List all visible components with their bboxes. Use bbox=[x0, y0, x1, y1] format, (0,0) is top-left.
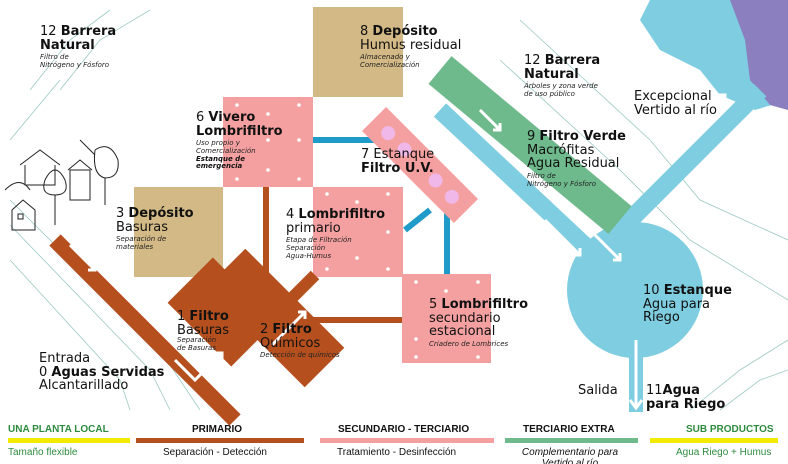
deposit-basuras-box bbox=[134, 187, 223, 277]
legend-secundario-bar bbox=[320, 438, 494, 443]
legend-terciario-sub: Complementario para Vertido al río bbox=[521, 447, 619, 464]
deposit-humus-box bbox=[313, 7, 403, 97]
legend-secundario-sub: Tratamiento - Desinfección bbox=[337, 447, 457, 458]
flow-arrows bbox=[68, 93, 727, 411]
uv-filter bbox=[362, 107, 478, 223]
blue-pipes bbox=[313, 137, 450, 274]
legend-terciario-title: TERCIARIO EXTRA bbox=[523, 424, 615, 435]
lombrifiltro-dots bbox=[235, 103, 480, 359]
label-salida: Salida bbox=[578, 383, 618, 398]
legend-subproductos-title: SUB PRODUCTOS bbox=[686, 424, 774, 435]
legend-local-sub: Tamaño flexible bbox=[8, 447, 78, 458]
vivero-box bbox=[223, 97, 313, 187]
legend-primario-sub: Separación - Detección bbox=[163, 447, 267, 458]
filtro-verde-band bbox=[428, 56, 632, 234]
filtro-basuras-block bbox=[167, 257, 277, 367]
lombrifiltro-secundario-box bbox=[402, 274, 491, 363]
legend-subproductos-bar bbox=[650, 438, 778, 443]
legend-local-bar bbox=[8, 438, 130, 443]
legend-subproductos-sub: Agua Riego + Humus bbox=[676, 447, 772, 458]
legend-local-title: UNA PLANTA LOCAL bbox=[8, 424, 109, 435]
village-sketch-icon bbox=[4, 139, 119, 231]
legend-primario-title: PRIMARIO bbox=[192, 424, 242, 435]
legend-primario-bar bbox=[136, 438, 304, 443]
filtro-quimicos-block bbox=[205, 248, 345, 388]
estanque-riego-pond bbox=[567, 222, 703, 358]
legend-terciario-bar bbox=[505, 438, 638, 443]
legend-secundario-title: SECUNDARIO - TERCIARIO bbox=[338, 424, 470, 435]
river-deep-shape bbox=[730, 0, 788, 110]
